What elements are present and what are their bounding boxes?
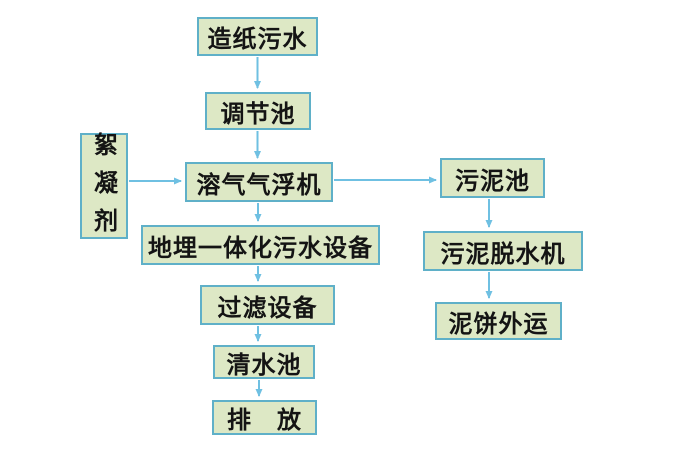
node-flocculant-label: 絮凝剂 xyxy=(89,132,118,246)
node-buried-equipment-label: 地埋一体化污水设备 xyxy=(148,233,373,262)
node-clean-water-tank: 清水池 xyxy=(213,345,315,379)
node-daf-machine: 溶气气浮机 xyxy=(185,162,333,202)
node-sludge-dewatering-label: 污泥脱水机 xyxy=(440,239,566,268)
node-filter-equipment: 过滤设备 xyxy=(200,285,335,325)
node-paper-wastewater-label: 造纸污水 xyxy=(207,25,308,53)
node-mud-cake: 泥饼外运 xyxy=(435,302,562,340)
node-discharge: 排 放 xyxy=(212,400,317,435)
node-mud-cake-label: 泥饼外运 xyxy=(448,309,549,338)
node-sludge-tank: 污泥池 xyxy=(440,158,545,198)
node-paper-wastewater: 造纸污水 xyxy=(197,17,318,56)
node-regulating-tank-label: 调节池 xyxy=(220,99,296,128)
node-sludge-tank-label: 污泥池 xyxy=(455,166,530,195)
node-filter-equipment-label: 过滤设备 xyxy=(217,293,318,322)
node-buried-equipment: 地埋一体化污水设备 xyxy=(141,225,380,265)
node-discharge-label: 排 放 xyxy=(227,406,302,434)
node-flocculant: 絮凝剂 xyxy=(80,132,128,246)
node-clean-water-tank-label: 清水池 xyxy=(226,350,302,379)
node-sludge-dewatering: 污泥脱水机 xyxy=(423,231,583,271)
node-daf-machine-label: 溶气气浮机 xyxy=(196,170,322,199)
node-regulating-tank: 调节池 xyxy=(205,92,311,130)
